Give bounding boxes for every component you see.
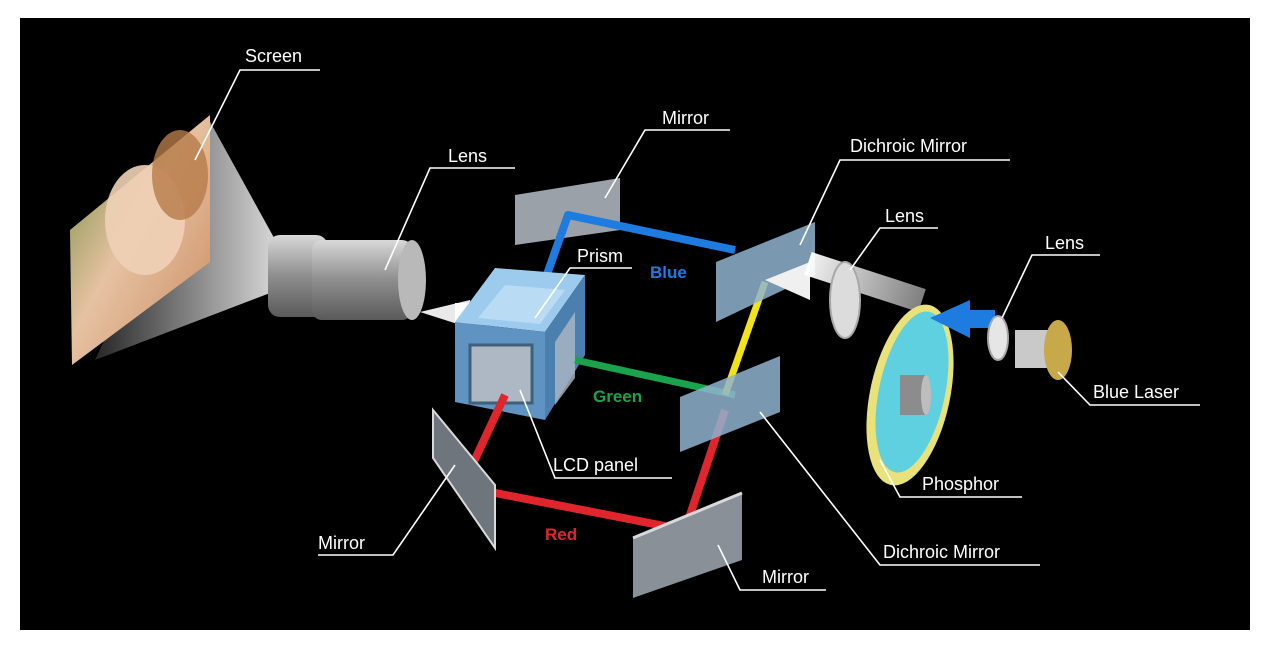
red-beam-label: Red (545, 525, 577, 544)
blue-laser (1015, 320, 1072, 380)
blue-laser-label: Blue Laser (1093, 382, 1179, 402)
screen (70, 115, 210, 365)
top-dichroic-leader (799, 159, 1010, 246)
bottom-dichroic-label: Dichroic Mirror (883, 542, 1000, 562)
laser-beam (965, 310, 995, 328)
right-lens-leader (1001, 254, 1100, 319)
right-lens (987, 315, 1009, 361)
top-dichroic-mirror (716, 222, 815, 322)
top-dichroic-label: Dichroic Mirror (850, 136, 967, 156)
lcd-panel-leader (519, 389, 672, 479)
blue-laser-leader (1057, 371, 1200, 406)
left-mirror (432, 407, 496, 552)
bottom-dichroic-mirror (680, 356, 780, 452)
prism-leader (534, 267, 632, 319)
mid-lens (829, 261, 861, 339)
laser-beam-arrow (930, 300, 970, 338)
phosphor-wheel (866, 304, 954, 486)
screen-leader (194, 69, 320, 161)
blue-beam (541, 211, 736, 282)
bottom-mirror-leader (717, 544, 826, 591)
top-mirror-label: Mirror (662, 108, 709, 128)
top-mirror-leader (604, 129, 730, 199)
mid-lens-leader (849, 227, 938, 271)
phosphor-label: Phosphor (922, 474, 999, 494)
bottom-mirror-label: Mirror (762, 567, 809, 587)
mid-lens-label: Lens (885, 206, 924, 226)
main-lens-leader (384, 167, 515, 271)
main-lens (268, 235, 426, 320)
lcd-panel-label: LCD panel (553, 455, 638, 475)
left-mirror-label: Mirror (318, 533, 365, 553)
white-beam-arrow (765, 262, 810, 300)
bottom-dichroic-leader (759, 411, 1040, 566)
screen-label: Screen (245, 46, 302, 66)
bottom-mirror (633, 493, 742, 598)
right-lens-label: Lens (1045, 233, 1084, 253)
phosphor-leader (879, 459, 1022, 498)
diagram-background (20, 18, 1250, 630)
white-beam (804, 252, 926, 312)
left-mirror-leader (318, 464, 456, 556)
green-beam-label: Green (593, 387, 642, 406)
prism-label: Prism (577, 246, 623, 266)
blue-beam-label: Blue (650, 263, 687, 282)
main-lens-label: Lens (448, 146, 487, 166)
